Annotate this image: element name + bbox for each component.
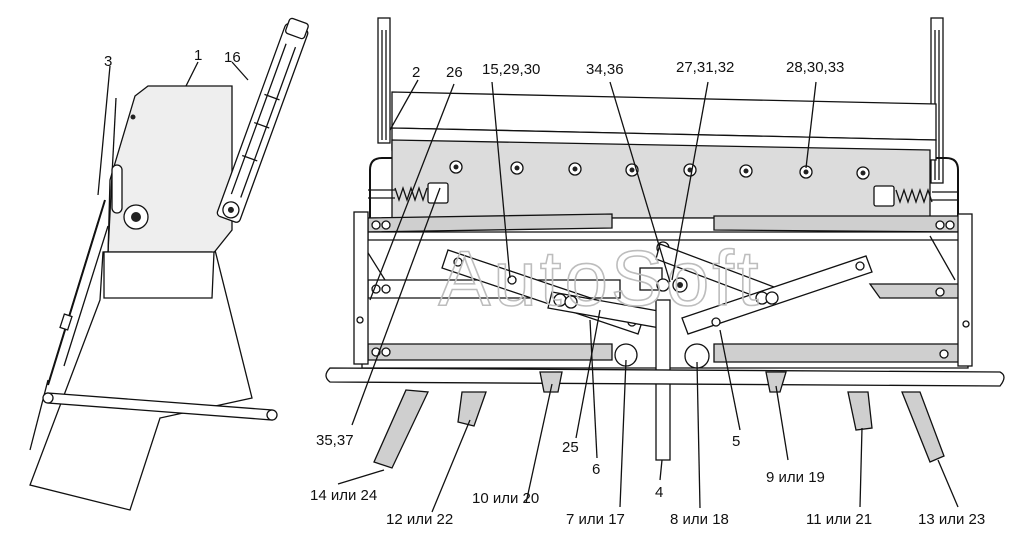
label-3: 3	[104, 53, 112, 70]
label-14-24: 14 или 24	[310, 487, 377, 504]
label-12-22: 12 или 22	[386, 511, 453, 528]
front-view	[325, 17, 1005, 469]
bar-bolts	[371, 220, 955, 359]
label-13-23: 13 или 23	[918, 511, 985, 528]
side-view	[29, 17, 309, 511]
label-35-37: 35,37	[316, 432, 354, 449]
label-11-21: 11 или 21	[806, 511, 872, 528]
label-10-20: 10 или 20	[472, 490, 539, 507]
label-27-31-32: 27,31,32	[676, 59, 734, 76]
label-4: 4	[655, 484, 663, 501]
label-15-29-30: 15,29,30	[482, 61, 540, 78]
label-7-17: 7 или 17	[566, 511, 625, 528]
label-34-36: 34,36	[586, 61, 624, 78]
label-25: 25	[562, 439, 579, 456]
label-2: 2	[412, 64, 420, 81]
callout-labels: 3 1 16 2 26 15,29,30 34,36 27,31,32 28,3…	[104, 47, 985, 528]
right-spring	[873, 185, 958, 207]
label-28-30-33: 28,30,33	[786, 59, 844, 76]
label-26: 26	[446, 64, 463, 81]
label-16: 16	[224, 49, 241, 66]
label-1: 1	[194, 47, 202, 64]
label-9-19: 9 или 19	[766, 469, 825, 486]
bolt-row	[449, 160, 870, 180]
label-6: 6	[592, 461, 600, 478]
label-8-18: 8 или 18	[670, 511, 729, 528]
label-5: 5	[732, 433, 740, 450]
leader-lines	[97, 61, 959, 513]
watermark: AutoSoft	[438, 234, 761, 322]
